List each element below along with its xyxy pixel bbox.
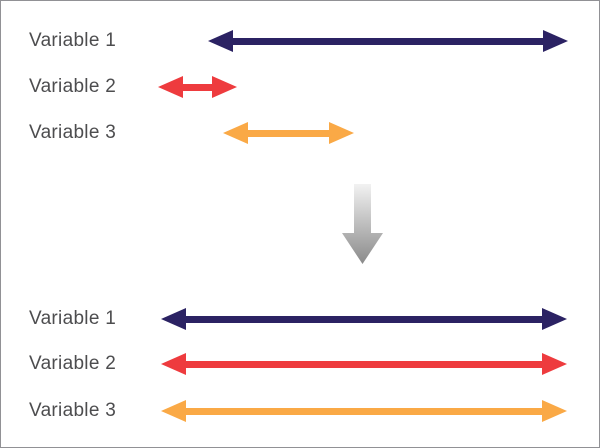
label-variable-1-before: Variable 1 — [29, 30, 117, 51]
label-variable-2-after: Variable 2 — [29, 353, 117, 374]
label-variable-2-before: Variable 2 — [29, 76, 117, 97]
arrow-shaft — [185, 360, 543, 368]
arrowhead-right-icon — [542, 308, 567, 330]
arrowhead-right-icon — [542, 400, 567, 422]
arrowhead-right-icon — [212, 76, 237, 98]
down-arrow-icon — [342, 184, 383, 264]
arrowhead-right-icon — [542, 353, 567, 375]
arrow-shaft — [185, 407, 543, 415]
label-variable-3-before: Variable 3 — [29, 122, 117, 143]
range-arrow-variable-2-after — [161, 353, 567, 375]
range-arrow-variable-3-after — [161, 400, 567, 422]
arrowhead-left-icon — [158, 76, 183, 98]
range-arrow-variable-2-before — [158, 76, 237, 98]
arrow-shaft — [232, 37, 544, 45]
label-variable-1-after: Variable 1 — [29, 308, 117, 329]
arrowhead-left-icon — [161, 400, 186, 422]
arrowhead-left-icon — [223, 122, 248, 144]
arrow-shaft — [182, 83, 213, 91]
arrowhead-left-icon — [208, 30, 233, 52]
arrowhead-right-icon — [329, 122, 354, 144]
range-arrow-variable-3-before — [223, 122, 354, 144]
range-arrow-variable-1-before — [208, 30, 568, 52]
arrow-shaft — [185, 315, 543, 323]
arrowhead-left-icon — [161, 353, 186, 375]
label-variable-3-after: Variable 3 — [29, 400, 117, 421]
arrowhead-right-icon — [543, 30, 568, 52]
arrowhead-left-icon — [161, 308, 186, 330]
range-arrow-variable-1-after — [161, 308, 567, 330]
arrow-shaft — [247, 129, 330, 137]
